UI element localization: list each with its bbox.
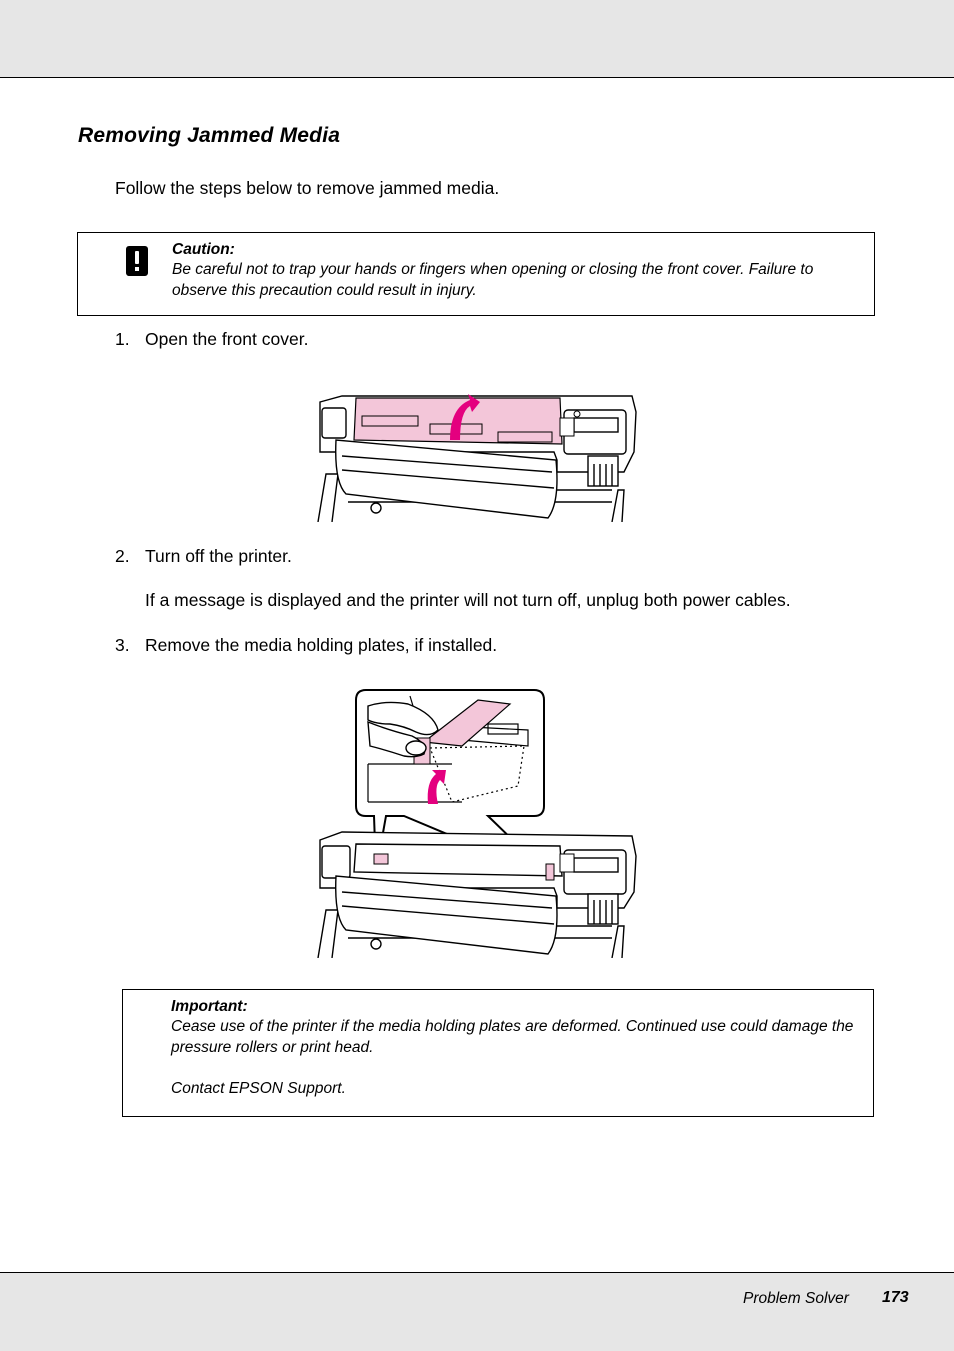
important-contact-text: Contact EPSON Support. xyxy=(171,1080,346,1097)
important-text: Cease use of the printer if the media ho… xyxy=(171,1018,854,1056)
page-header-band xyxy=(0,0,954,78)
caution-exclamation-icon xyxy=(126,246,148,276)
step-number: 3. xyxy=(115,635,130,655)
important-box: Important: Cease use of the printer if t… xyxy=(122,989,874,1117)
step-text: Turn off the printer. xyxy=(145,546,292,566)
important-title: Important: xyxy=(171,998,248,1015)
caution-text: Be careful not to trap your hands or fin… xyxy=(172,261,814,299)
open-front-cover-illustration xyxy=(317,394,637,522)
remove-media-holding-plates-illustration xyxy=(317,689,637,958)
section-heading: Removing Jammed Media xyxy=(78,124,341,147)
step-text: Remove the media holding plates, if inst… xyxy=(145,635,498,655)
step-text: Open the front cover. xyxy=(145,329,309,349)
step-number: 1. xyxy=(115,329,130,349)
step-subtext: If a message is displayed and the printe… xyxy=(145,590,791,610)
caution-title: Caution: xyxy=(172,241,235,258)
page-footer-band xyxy=(0,1272,954,1351)
important-content: Important: Cease use of the printer if t… xyxy=(171,998,861,1099)
step-2-note: If a message is displayed and the printe… xyxy=(145,590,791,611)
caution-content: Caution: Be careful not to trap your han… xyxy=(172,241,872,301)
step-number: 2. xyxy=(115,546,130,566)
footer-section-name: Problem Solver xyxy=(743,1290,849,1307)
caution-box: Caution: Be careful not to trap your han… xyxy=(77,232,875,316)
intro-text: Follow the steps below to remove jammed … xyxy=(115,178,500,198)
footer-page-number: 173 xyxy=(882,1289,909,1306)
